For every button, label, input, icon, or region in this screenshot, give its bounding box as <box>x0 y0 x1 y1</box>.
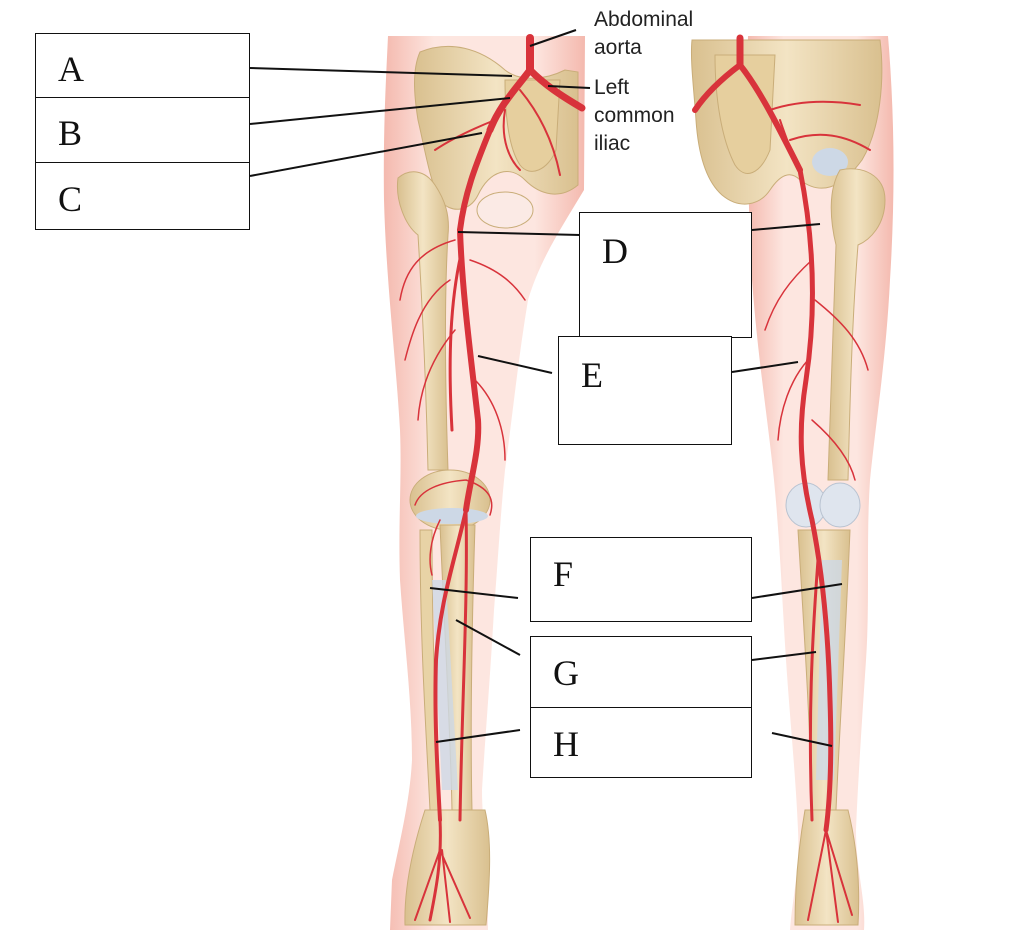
answer-box-b-letter: B <box>58 113 83 153</box>
anterior-thigh-branches <box>399 239 526 461</box>
leader-line-f-right <box>751 583 843 599</box>
posterior-pelvic-branches <box>769 100 871 191</box>
posterior-tibial-artery <box>458 508 468 822</box>
abdominal-aorta-label: Abdominal aorta <box>594 6 693 62</box>
answer-box-a-letter: A <box>58 49 84 89</box>
anterior-view-limb <box>383 34 586 930</box>
left-common-iliac-label-line-3: iliac <box>594 132 631 155</box>
posterior-tibial-branch <box>808 558 820 822</box>
posterior-femoral-artery <box>797 167 816 523</box>
posterior-foot <box>794 809 860 926</box>
anterior-knee-cartilage <box>416 508 488 524</box>
anterior-deep-femoral-artery <box>448 248 464 432</box>
answer-box-c-letter: C <box>58 179 83 219</box>
leader-lines <box>249 29 843 747</box>
posterior-thigh-branches <box>764 259 869 481</box>
left-common-iliac-label: Left common iliac <box>594 74 675 158</box>
abdominal-aorta-label-line-1: Abdominal <box>594 8 694 31</box>
leader-line-e-right <box>731 361 799 373</box>
anterior-foot-branches <box>414 849 471 923</box>
posterior-hip-joint <box>812 148 848 176</box>
answer-box-h[interactable]: H <box>530 707 752 778</box>
leader-line-d-right <box>751 223 821 231</box>
anterior-external-iliac-artery <box>457 127 493 233</box>
answer-box-g-letter: G <box>553 653 579 693</box>
answer-box-d-letter: D <box>602 231 628 271</box>
leader-line-b <box>249 97 511 125</box>
anterior-femur <box>396 171 449 471</box>
left-common-iliac-label-line-1: Left <box>594 76 630 99</box>
answer-box-a[interactable]: A <box>35 33 250 99</box>
posterior-sacrum <box>714 54 776 174</box>
answer-box-c[interactable]: C <box>35 162 250 230</box>
answer-box-f[interactable]: F <box>530 537 752 622</box>
posterior-foot-branches <box>807 829 853 923</box>
leader-line-a <box>249 67 513 77</box>
anterior-dorsalis-pedis-artery <box>428 818 442 922</box>
anterior-tibial-artery <box>433 508 468 822</box>
leader-line-g-right <box>751 651 817 661</box>
leader-line-f-left <box>429 587 519 599</box>
leader-line-d-left <box>457 231 581 236</box>
answer-box-e-letter: E <box>581 355 603 395</box>
leader-line-left-common-iliac <box>547 85 591 89</box>
posterior-view-limb <box>690 34 894 930</box>
leader-line-h-left <box>435 729 521 743</box>
answer-box-h-letter: H <box>553 724 579 764</box>
leader-line-e-left <box>477 355 553 374</box>
answer-box-f-letter: F <box>553 554 574 594</box>
leader-line-c <box>249 132 483 177</box>
abdominal-aorta-label-line-2: aorta <box>594 36 642 59</box>
answer-box-d[interactable]: D <box>579 212 752 338</box>
leader-line-h-right <box>771 732 833 747</box>
left-common-iliac-label-line-2: common <box>594 104 675 127</box>
leader-line-g-left <box>455 619 521 656</box>
anterior-left-common-iliac-artery <box>526 66 586 112</box>
anterior-femoral-artery <box>457 227 482 513</box>
anterior-obturator-foramen <box>476 191 534 229</box>
posterior-femur <box>827 168 886 481</box>
posterior-knee-right-condyle <box>819 482 861 528</box>
answer-box-g[interactable]: G <box>530 636 752 709</box>
answer-box-e[interactable]: E <box>558 336 732 445</box>
anterior-pelvic-branches <box>434 89 561 176</box>
answer-box-b[interactable]: B <box>35 97 250 164</box>
anterior-knee-branches <box>414 479 493 576</box>
anterior-sacrum <box>504 79 561 172</box>
posterior-iliac-artery-left <box>692 62 743 113</box>
leader-line-abdominal-aorta <box>529 29 577 47</box>
